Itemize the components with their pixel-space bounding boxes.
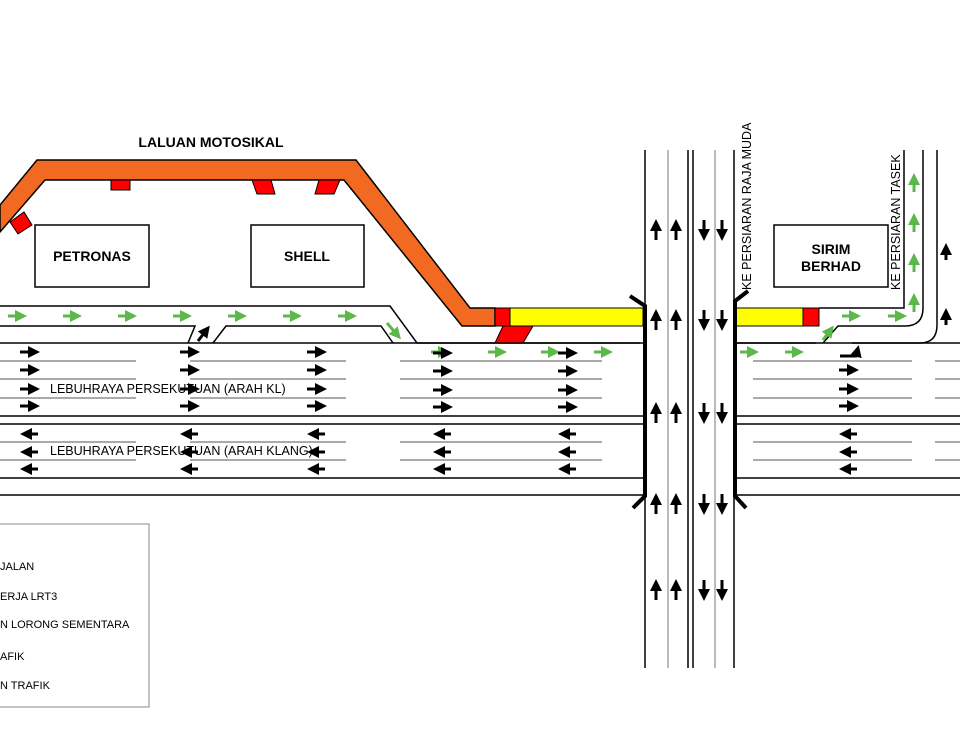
- barrier-block: [110, 179, 131, 191]
- legend-item: N TRAFIK: [0, 680, 51, 692]
- turn-arrow: [840, 345, 862, 359]
- petronas-label: PETRONAS: [53, 248, 131, 264]
- work-zone-right: [735, 307, 804, 327]
- green-arrow-diagonal: [821, 325, 834, 341]
- petronas-building: [34, 224, 150, 288]
- sirim-label-1: SIRIM: [812, 241, 851, 257]
- work-zone-left: [509, 307, 644, 327]
- legend-item: AFIK: [0, 651, 25, 663]
- barrier-block: [251, 179, 276, 195]
- barrier-block: [494, 325, 534, 344]
- motorcycle-lane-title: LALUAN MOTOSIKAL: [138, 134, 284, 150]
- shell-label: SHELL: [284, 248, 330, 264]
- tasek-label: KE PERSIARAN TASEK: [889, 154, 903, 290]
- barrier-block: [9, 211, 33, 235]
- legend-item: ERJA LRT3: [0, 591, 57, 603]
- legend-item: JALAN: [0, 561, 34, 573]
- cross-road: [628, 150, 750, 668]
- barrier-block: [802, 307, 820, 327]
- barrier-block: [494, 307, 511, 327]
- barrier-block: [314, 179, 341, 195]
- arah-klang-label: LEBUHRAYA PERSEKUTUAN (ARAH KLANG): [50, 444, 313, 458]
- arah-kl-label: LEBUHRAYA PERSEKUTUAN (ARAH KL): [50, 382, 286, 396]
- green-arrow-diagonal: [385, 322, 401, 340]
- highway: [0, 342, 960, 496]
- sirim-building: [773, 224, 889, 288]
- sirim-label-2: BERHAD: [801, 258, 861, 274]
- traffic-arrow-diagonal: [196, 325, 210, 342]
- legend-box: [0, 523, 150, 708]
- shell-building: [250, 224, 365, 288]
- raja-muda-label: KE PERSIARAN RAJA MUDA: [740, 122, 754, 290]
- legend-item: N LORONG SEMENTARA: [0, 619, 130, 631]
